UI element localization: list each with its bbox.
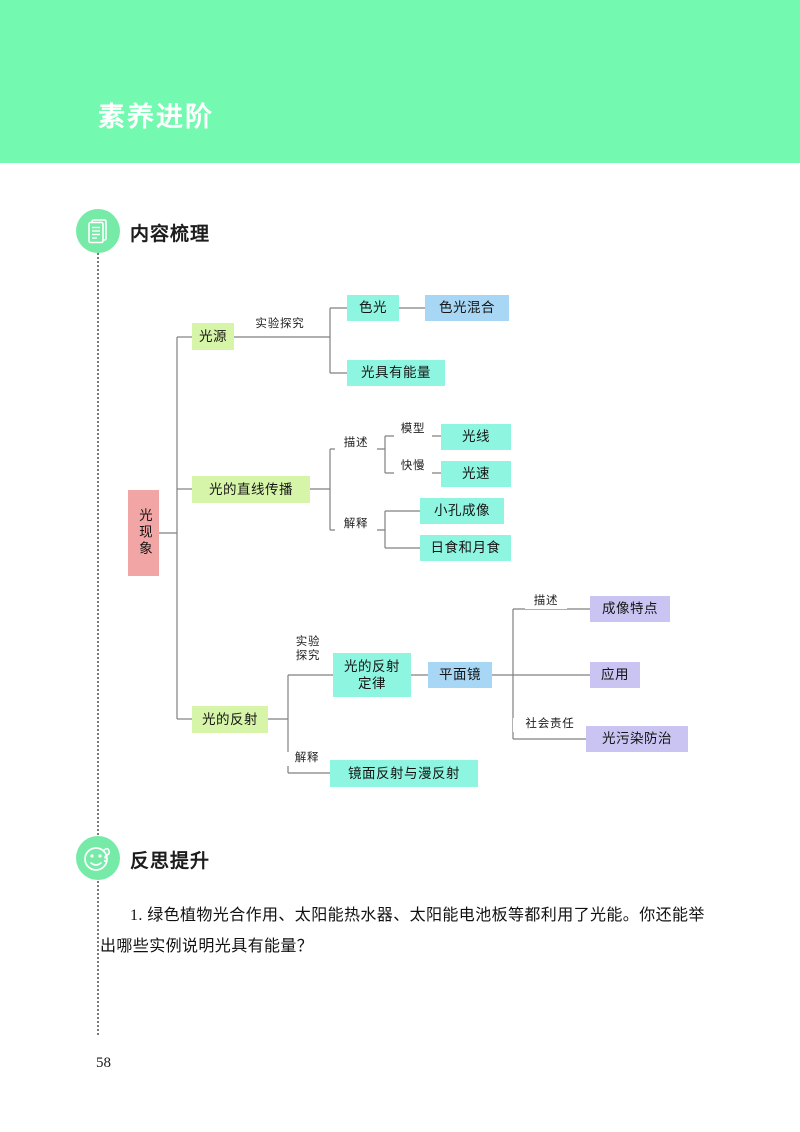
mindmap-edge-label-miaoshu-1: 描述 — [335, 437, 377, 451]
header-banner — [0, 0, 800, 163]
mindmap-edge-label-jieshi-2: 解释 — [286, 752, 328, 766]
mindmap-node-guangwuranfangzhi[interactable]: 光污染防治 — [586, 726, 688, 752]
mindmap-edge-label-shehuizeren: 社会责任 — [513, 718, 587, 732]
section-spine-dotted-line — [97, 245, 99, 1035]
thinking-face-icon — [84, 847, 111, 871]
reflection-question-text: 1. 绿色植物光合作用、太阳能热水器、太阳能电池板等都利用了光能。你还能举出哪些… — [100, 907, 705, 956]
mindmap-node-rishiheyueshi[interactable]: 日食和月食 — [420, 535, 511, 561]
mindmap-node-seguanghunhe[interactable]: 色光混合 — [425, 295, 509, 321]
mindmap-node-zhixianchuanbo[interactable]: 光的直线传播 — [192, 476, 310, 503]
mindmap-node-pingmianjing[interactable]: 平面镜 — [428, 662, 492, 688]
mindmap-node-jingmianyumanfanshe[interactable]: 镜面反射与漫反射 — [330, 760, 478, 787]
page-number: 58 — [96, 1055, 111, 1071]
mindmap-node-yingyong[interactable]: 应用 — [590, 662, 640, 688]
mindmap-edge-label-jieshi-1: 解释 — [335, 518, 377, 532]
mindmap-node-seguang[interactable]: 色光 — [347, 295, 399, 321]
section-marker-content-outline — [76, 209, 120, 253]
mindmap-edge-label-miaoshu-2: 描述 — [525, 595, 567, 609]
section-title-content-outline: 内容梳理 — [130, 224, 211, 245]
mindmap-edge-label-shiyantanjiu-1: 实验探究 — [244, 318, 316, 332]
mindmap-node-guangxian[interactable]: 光线 — [441, 424, 511, 450]
mindmap-edge-label-kuaiman: 快慢 — [394, 460, 432, 474]
mindmap-node-guangdefanshe[interactable]: 光的反射 — [192, 706, 268, 733]
mindmap-node-root[interactable]: 光现象 — [128, 490, 159, 576]
section-title-reflection: 反思提升 — [130, 851, 211, 872]
document-stack-icon — [88, 219, 107, 244]
mindmap-edge-label-shiyantanjiu-2: 实验 探究 — [286, 636, 330, 664]
mindmap-node-chengxiangtedian[interactable]: 成像特点 — [590, 596, 670, 622]
mindmap-node-fanshedinglv[interactable]: 光的反射 定律 — [333, 653, 411, 697]
mindmap-node-xiaokongchengxiang[interactable]: 小孔成像 — [420, 498, 504, 524]
section-marker-reflection — [76, 836, 120, 880]
mindmap-node-guangjuyounengliang[interactable]: 光具有能量 — [347, 360, 445, 386]
mindmap-edge-label-moxing: 模型 — [394, 423, 432, 437]
mindmap-node-guangsu[interactable]: 光速 — [441, 461, 511, 487]
mindmap-node-guangyuan[interactable]: 光源 — [192, 323, 234, 350]
page-title: 素养进阶 — [98, 102, 214, 132]
